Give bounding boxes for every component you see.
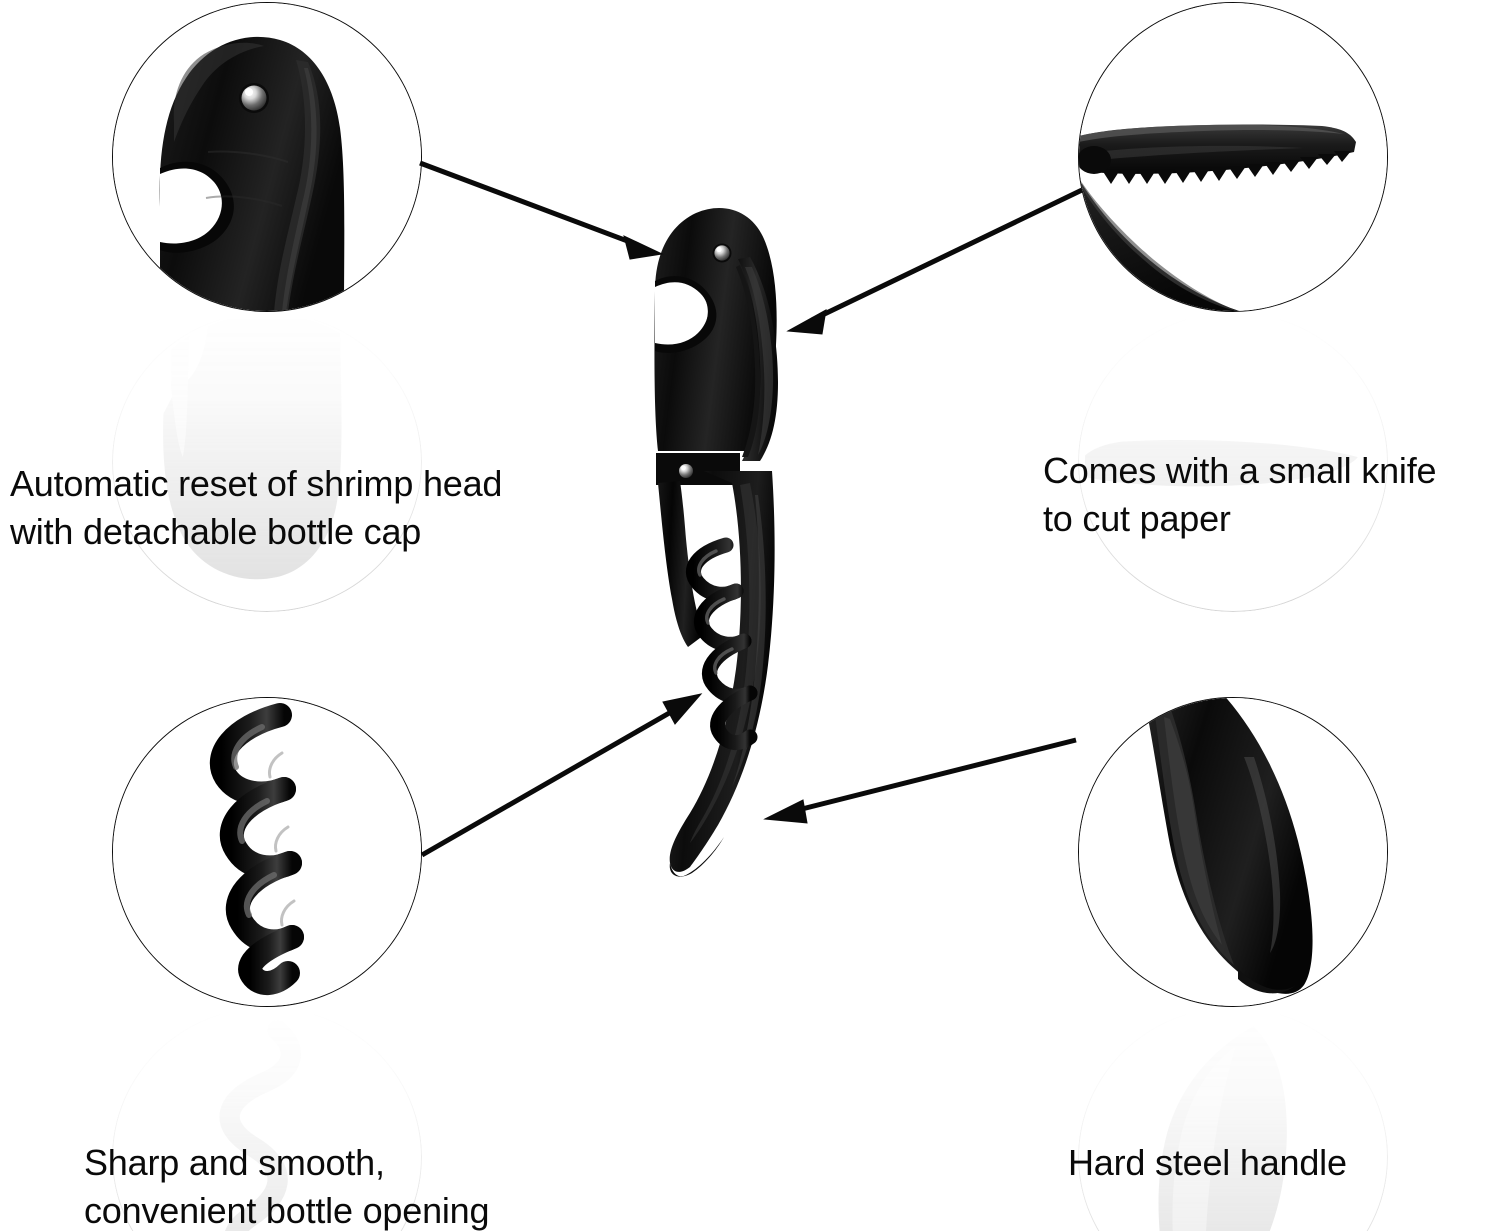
- shrimp-head-closeup-icon: [113, 3, 421, 311]
- reflection-art-bottom-right: [1158, 1026, 1287, 1231]
- caption-shrimp-head: Automatic reset of shrimp head with deta…: [10, 463, 503, 552]
- corkscrew-helix: [685, 537, 758, 750]
- corkscrew-spiral-closeup-icon: [113, 698, 421, 1006]
- caption-corkscrew-helix: Sharp and smooth, convenient bottle open…: [84, 1142, 490, 1231]
- caption-steel-handle: Hard steel handle: [1068, 1142, 1347, 1183]
- steel-handle-body: [658, 471, 775, 872]
- circle-image-corkscrew-helix: [112, 697, 422, 1007]
- product-corkscrew[interactable]: [600, 195, 900, 915]
- serrated-knife-closeup-icon: [1079, 3, 1387, 311]
- reflection-ring-bottom-right: [1078, 1007, 1388, 1231]
- caption-small-knife: Comes with a small knife to cut paper: [1043, 450, 1437, 539]
- circle-image-shrimp-head: [112, 2, 422, 312]
- circle-image-steel-handle: [1078, 697, 1388, 1007]
- callout-circle-small-knife[interactable]: [1078, 2, 1388, 312]
- callout-circle-corkscrew-helix[interactable]: [112, 697, 422, 1007]
- reflection-bottom-right: [1078, 1007, 1388, 1231]
- corkscrew-wine-key-illustration: [654, 208, 778, 877]
- callout-circle-steel-handle[interactable]: [1078, 697, 1388, 1007]
- curved-tail: [669, 837, 724, 877]
- serrated-knife-blade: [736, 257, 778, 461]
- corkscrew-helix-highlight: [697, 549, 734, 675]
- steel-handle-closeup-icon: [1079, 698, 1387, 1006]
- circle-image-small-knife: [1078, 2, 1388, 312]
- callout-circle-shrimp-head[interactable]: [112, 2, 422, 312]
